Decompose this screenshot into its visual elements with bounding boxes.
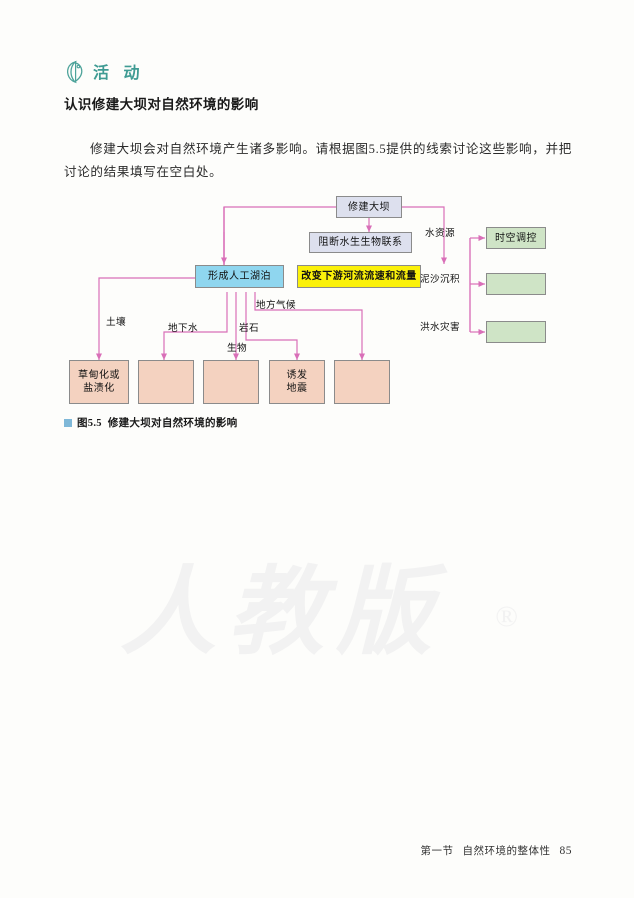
node-meadow-salinization: 草甸化或 盐渍化: [69, 360, 129, 404]
caption-marker-icon: [64, 418, 72, 427]
figure-caption: 图5.5 修建大坝对自然环境的影响: [64, 415, 237, 430]
figure-caption-number: 图5.5: [77, 418, 102, 429]
node-meadow-salinization-label: 草甸化或 盐渍化: [78, 370, 120, 394]
edge-label-local-climate: 地方气候: [256, 300, 296, 311]
node-dam: 修建大坝: [336, 196, 402, 218]
node-peach-blank-2: [203, 360, 259, 404]
sprout-leaf-icon: [67, 60, 83, 84]
node-peach-blank-3: [334, 360, 390, 404]
node-induce-earthquake-label: 诱发 地震: [286, 370, 308, 394]
node-artificial-lake: 形成人工湖泊: [195, 265, 284, 288]
edge-label-rock: 岩石: [239, 323, 259, 334]
activity-header: 活 动: [64, 58, 144, 84]
node-change-flow: 改变下游河流流速和流量: [297, 265, 421, 288]
node-induce-earthquake: 诱发 地震: [269, 360, 325, 404]
node-artificial-lake-label: 形成人工湖泊: [208, 271, 271, 282]
edge-label-groundwater: 地下水: [168, 323, 198, 334]
edge-label-sediment-deposit: 泥沙沉积: [420, 274, 460, 285]
edge-label-soil: 土壤: [106, 317, 126, 328]
publisher-watermark: 人教版 ®: [120, 548, 520, 678]
edge-label-water-resource: 水资源: [425, 228, 455, 239]
footer-section-label: 第一节: [420, 846, 454, 857]
registered-mark-icon: ®: [495, 600, 518, 633]
intro-paragraph: 修建大坝会对自然环境产生诸多影响。请根据图5.5提供的线索讨论这些影响，并把讨论…: [64, 142, 572, 179]
node-block-aquatic: 阻断水生生物联系: [309, 232, 412, 253]
node-dam-label: 修建大坝: [348, 201, 390, 213]
footer-page-number: 85: [559, 845, 572, 857]
activity-label: 活 动: [93, 65, 145, 82]
page-footer: 第一节 自然环境的整体性 85: [421, 843, 573, 858]
watermark-text: 人教版: [120, 559, 444, 666]
flow-diagram: 修建大坝 阻断水生生物联系 形成人工湖泊 改变下游河流流速和流量 时空调控 草甸…: [64, 192, 570, 414]
node-block-aquatic-label: 阻断水生生物联系: [318, 237, 403, 248]
edge-label-organism: 生物: [227, 343, 247, 354]
flow-connectors: [95, 206, 486, 361]
node-time-space-control-label: 时空调控: [495, 232, 537, 244]
node-time-space-control: 时空调控: [486, 227, 546, 249]
node-change-flow-label: 改变下游河流流速和流量: [301, 271, 417, 282]
node-green-blank-2: [486, 321, 546, 343]
footer-chapter-title: 自然环境的整体性: [462, 846, 551, 857]
section-heading: 认识修建大坝对自然环境的影响: [64, 97, 259, 112]
node-peach-blank-1: [138, 360, 194, 404]
edge-label-flood-disaster: 洪水灾害: [420, 322, 460, 333]
node-green-blank-1: [486, 273, 546, 295]
figure-caption-title: 修建大坝对自然环境的影响: [107, 418, 238, 429]
